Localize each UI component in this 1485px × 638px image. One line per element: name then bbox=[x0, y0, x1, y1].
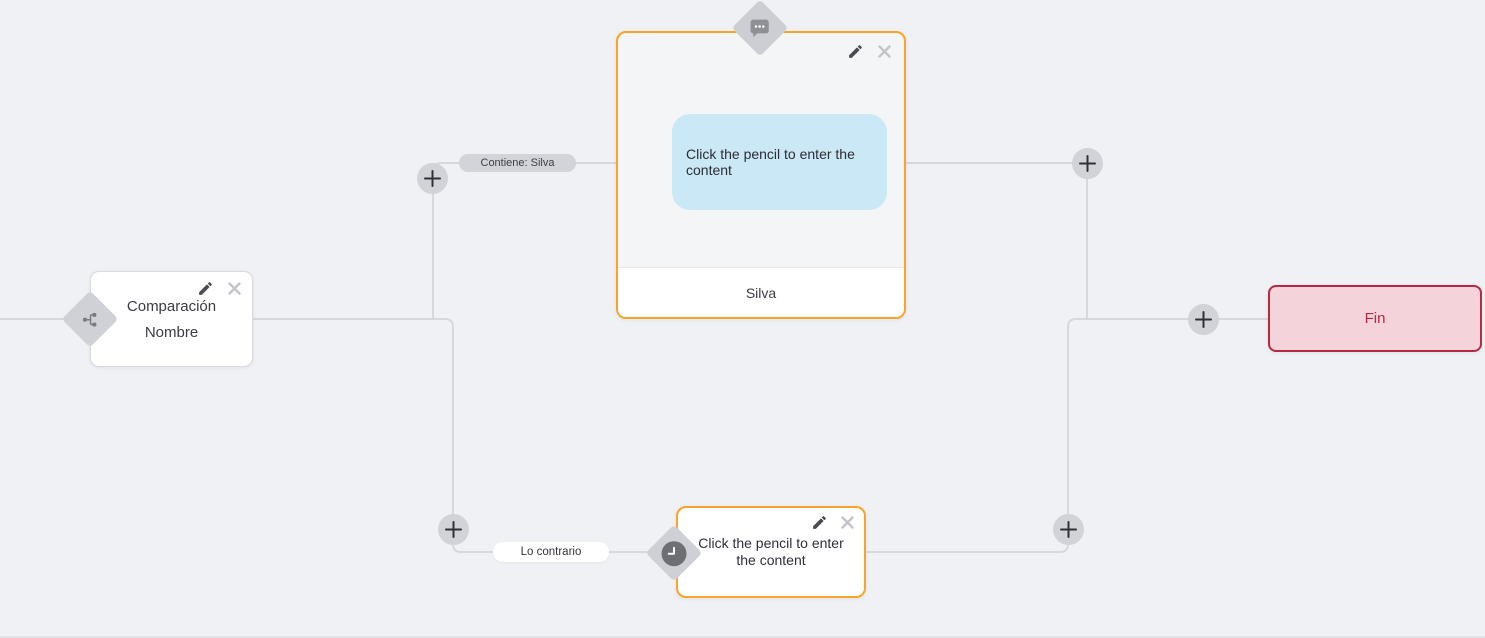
message-bubble: Click the pencil to enter the content bbox=[672, 114, 887, 210]
delete-delay-button[interactable] bbox=[840, 515, 855, 530]
plus-icon bbox=[424, 170, 441, 187]
add-step-button-before-end[interactable] bbox=[1188, 304, 1219, 335]
edit-delay-button[interactable] bbox=[811, 514, 828, 531]
edit-condition-button[interactable] bbox=[197, 280, 214, 297]
pencil-icon bbox=[199, 282, 212, 295]
edge-label-else: Lo contrario bbox=[493, 542, 609, 562]
add-step-button-else-branch[interactable] bbox=[438, 514, 469, 545]
delay-node[interactable]: Click the pencil to enter the content bbox=[676, 506, 866, 598]
close-icon bbox=[841, 516, 854, 529]
delete-condition-button[interactable] bbox=[227, 281, 242, 296]
add-step-button-match-branch[interactable] bbox=[417, 163, 448, 194]
plus-icon bbox=[1195, 311, 1212, 328]
plus-icon bbox=[1060, 521, 1077, 538]
edge-delay-to-end bbox=[866, 318, 1270, 553]
condition-title-line1: Comparación bbox=[126, 297, 217, 315]
close-icon bbox=[228, 282, 241, 295]
add-step-button-after-message[interactable] bbox=[1072, 148, 1103, 179]
pencil-icon bbox=[813, 516, 826, 529]
edge-message-to-merge bbox=[906, 162, 1088, 319]
pencil-icon bbox=[849, 45, 862, 58]
add-step-button-after-delay[interactable] bbox=[1053, 514, 1084, 545]
end-node-label: Fin bbox=[1364, 310, 1386, 327]
delay-type-badge bbox=[645, 524, 703, 582]
edge-condition-to-delay bbox=[253, 318, 658, 553]
chat-icon bbox=[750, 19, 770, 38]
delay-placeholder-text: Click the pencil to enter the content bbox=[698, 535, 844, 568]
edge-label-match: Contiene: Silva bbox=[459, 154, 576, 172]
message-node[interactable]: Click the pencil to enter the content Si… bbox=[616, 31, 906, 319]
clock-icon bbox=[661, 540, 687, 566]
close-icon bbox=[878, 45, 891, 58]
condition-type-badge bbox=[61, 290, 119, 348]
edit-message-button[interactable] bbox=[847, 43, 864, 60]
message-footer-label: Silva bbox=[618, 267, 904, 317]
message-type-badge bbox=[731, 0, 789, 57]
edge-condition-to-message bbox=[432, 162, 618, 319]
condition-title-line2: Nombre bbox=[144, 323, 199, 341]
end-node[interactable]: Fin bbox=[1268, 285, 1482, 352]
condition-node[interactable]: Comparación Nombre bbox=[90, 271, 253, 367]
delete-message-button[interactable] bbox=[877, 44, 892, 59]
plus-icon bbox=[445, 521, 462, 538]
plus-icon bbox=[1079, 155, 1096, 172]
branch-icon bbox=[83, 312, 97, 326]
